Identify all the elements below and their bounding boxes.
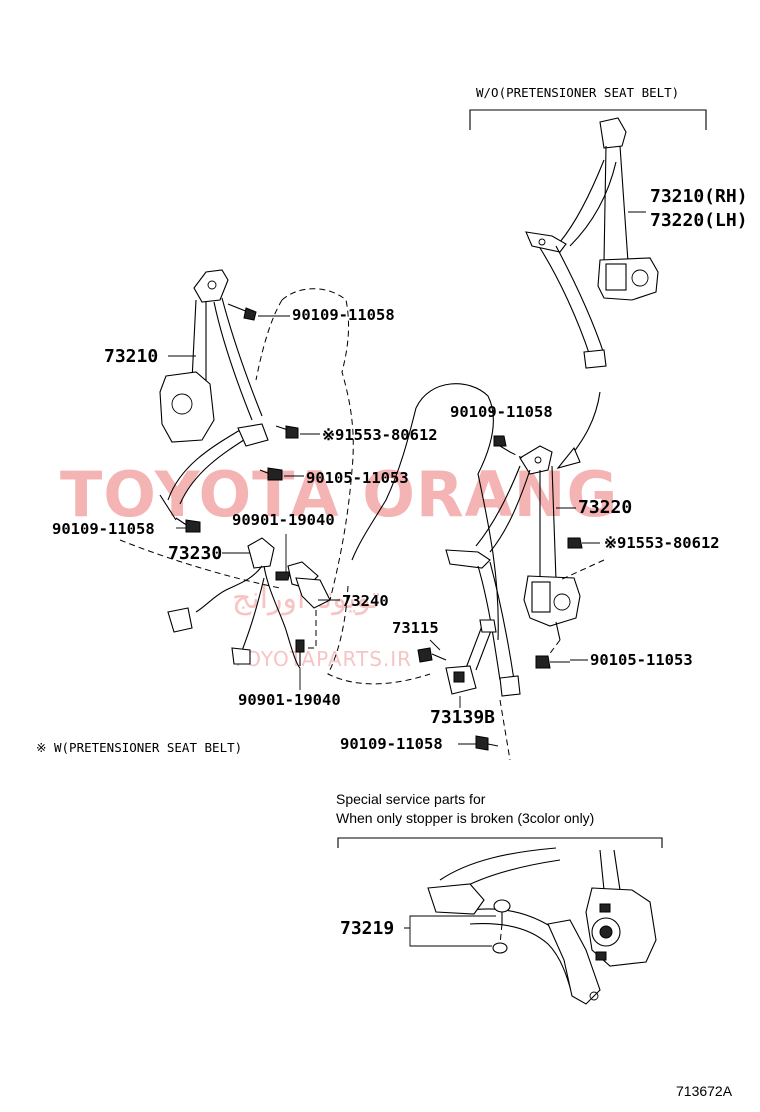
- left-upper-anchor: [193, 269, 229, 303]
- label-90901-upper: 90901-19040: [232, 511, 335, 529]
- label-73210-left: 73210: [104, 346, 158, 367]
- bolt-90109-bottom: [475, 735, 499, 751]
- label-90109-left: 90109-11058: [52, 520, 155, 538]
- buckle-73139b-assembly: [417, 619, 497, 695]
- left-seat-belt-assembly: [159, 269, 269, 521]
- special-bracket: [337, 837, 663, 848]
- label-73230: 73230: [168, 543, 222, 564]
- label-73115: 73115: [392, 619, 439, 637]
- label-73240: 73240: [342, 592, 389, 610]
- right-seat-outline: [327, 383, 499, 685]
- label-73219: 73219: [340, 918, 394, 939]
- bolt-90105-left: [259, 467, 283, 481]
- label-73220-lh: 73220(LH): [650, 210, 748, 231]
- bolt-91553-left: [275, 425, 299, 439]
- legend-w-pretensioner: ※ W(PRETENSIONER SEAT BELT): [36, 740, 242, 755]
- left-seat-outline: [119, 288, 354, 601]
- bolt-90109-top-left: [227, 303, 257, 321]
- label-73139b: 73139B: [430, 707, 495, 728]
- figure-code: 713672A: [676, 1083, 733, 1099]
- label-73220-right: 73220: [578, 497, 632, 518]
- retractor-assembly-top: [525, 117, 659, 369]
- label-91553-left: ※91553-80612: [322, 426, 438, 444]
- special-caption-line1: Special service parts for: [336, 791, 486, 807]
- wo-pretensioner-bracket: [469, 109, 707, 130]
- right-seat-belt-assembly: [445, 445, 581, 697]
- bolt-90105-right: [535, 655, 570, 669]
- label-90105-right: 90105-11053: [590, 651, 693, 669]
- stopper-bottom: [492, 942, 508, 954]
- left-retractor: [159, 371, 215, 443]
- special-service-group: Special service parts for When only stop…: [336, 791, 663, 1005]
- bolt-90109-right: [493, 435, 511, 453]
- bolt-91553-right: [567, 537, 600, 549]
- buckle-73230-assembly: [167, 537, 331, 669]
- label-90109-bottom: 90109-11058: [340, 735, 443, 753]
- bolt-90901-lower: [295, 639, 305, 666]
- bolt-90109-left: [175, 517, 201, 533]
- right-upper-anchor: [519, 445, 553, 475]
- label-91553-right: ※91553-80612: [604, 534, 720, 552]
- label-90109-right: 90109-11058: [450, 403, 553, 421]
- stopper-top: [493, 899, 511, 913]
- wo-pretensioner-caption: W/O(PRETENSIONER SEAT BELT): [476, 85, 679, 100]
- label-90901-lower: 90901-19040: [238, 691, 341, 709]
- watermark-site: TOYOTAPARTS.IR: [231, 647, 412, 671]
- label-73210-rh: 73210(RH): [650, 186, 748, 207]
- label-90105-left: 90105-11053: [306, 469, 409, 487]
- watermark: TOYOTA ORANG تويوتا اورانج TOYOTAPARTS.I…: [60, 458, 618, 671]
- label-90109-top-left: 90109-11058: [292, 306, 395, 324]
- wo-pretensioner-group: W/O(PRETENSIONER SEAT BELT) 73210(RH) 73…: [469, 85, 748, 469]
- special-caption-line2: When only stopper is broken (3color only…: [336, 810, 594, 826]
- watermark-main: TOYOTA ORANG: [60, 458, 618, 531]
